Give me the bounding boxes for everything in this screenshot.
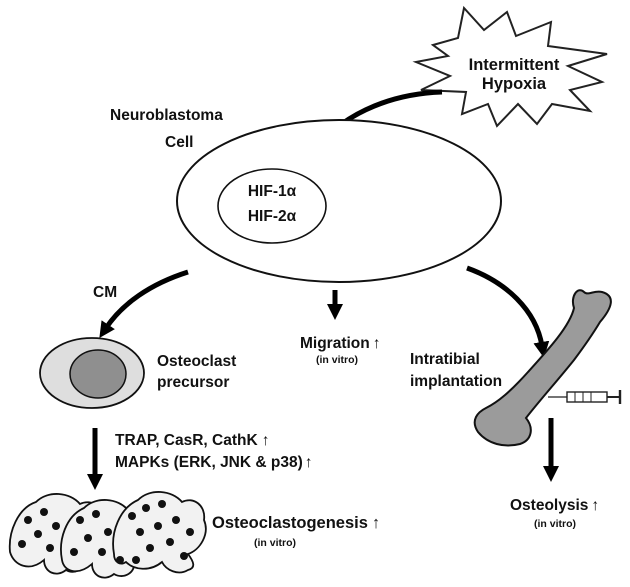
cm-label: CM: [93, 284, 117, 301]
markers-line1: TRAP, CasR, CathK↑: [115, 432, 269, 449]
arrow-cell-to-bone: [466, 265, 550, 358]
hif2a-label: HIF-2α: [248, 208, 297, 225]
syringe-icon: [548, 390, 622, 404]
osteoclastogenesis-note: (in vitro): [254, 537, 296, 549]
osteolysis-note: (in vitro): [534, 518, 576, 530]
migration-note: (in vitro): [316, 354, 358, 366]
hypoxia-label-line2: Hypoxia: [482, 75, 547, 93]
hypoxia-starburst: [412, 5, 608, 128]
migration-label: Migration↑: [300, 335, 381, 352]
precursor-label-line1: Osteoclast: [157, 353, 236, 370]
hif1a-label: HIF-1α: [248, 183, 297, 200]
osteolysis-label: Osteolysis↑: [510, 497, 599, 514]
implantation-label-line1: Intratibial: [410, 351, 480, 368]
bone-icon: [473, 289, 612, 447]
osteoclastogenesis-label: Osteoclastogenesis↑: [212, 514, 380, 532]
nucleus: [217, 168, 327, 244]
precursor-nucleus: [69, 349, 127, 399]
hypoxia-label-line1: Intermittent: [469, 56, 560, 74]
precursor-label-line2: precursor: [157, 374, 229, 391]
markers-line2: MAPKs (ERK, JNK & p38)↑: [115, 454, 313, 471]
cell-label-line2: Cell: [165, 134, 193, 151]
arrow-cm-to-precursor: [99, 269, 189, 338]
implantation-label-line2: implantation: [410, 373, 502, 390]
cell-label-line1: Neuroblastoma: [110, 107, 223, 124]
osteoclasts-illustration: [8, 491, 207, 579]
